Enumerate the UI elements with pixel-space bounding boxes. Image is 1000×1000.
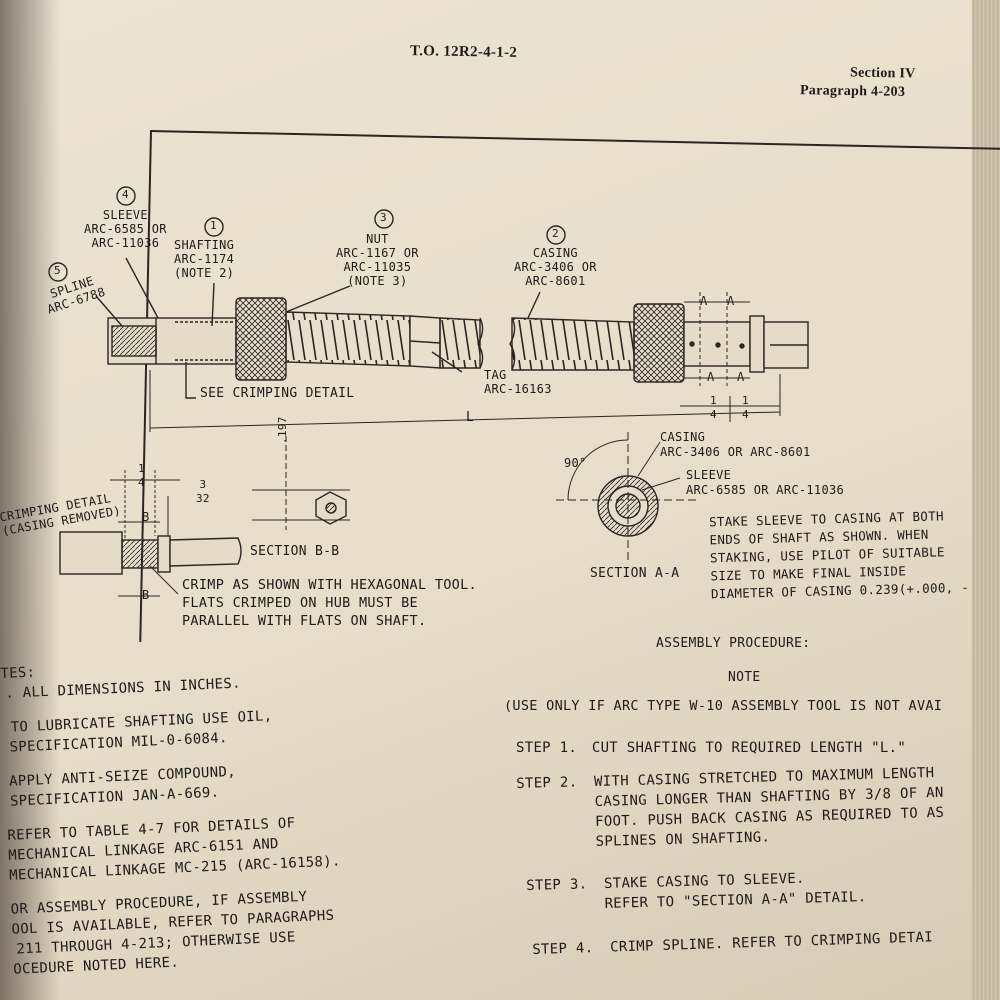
callout-casing: CASING ARC-3406 OR ARC-8601 [514, 246, 597, 288]
crimp-note: CRIMP AS SHOWN WITH HEXAGONAL TOOL. FLAT… [182, 577, 477, 629]
callout-nut: NUT ARC-1167 OR ARC-11035 (NOTE 3) [336, 232, 419, 288]
dim-a-top-left: A [700, 294, 708, 308]
callout-sleeve: SLEEVE ARC-6585 OR ARC-11036 [84, 208, 167, 250]
section-aa-casing: CASING ARC-3406 OR ARC-8601 [660, 430, 811, 459]
section-aa-label: SECTION A-A [590, 566, 680, 581]
step-2: STEP 2. WITH CASING STRETCHED TO MAXIMUM… [516, 765, 945, 850]
dim-a-bottom-left: A [707, 370, 715, 384]
angle-label: 90° [564, 456, 587, 470]
callout-shafting: SHAFTING ARC-1174 (NOTE 2) [174, 238, 235, 280]
callout-circle-5 [48, 262, 68, 282]
callout-circle-3 [374, 209, 394, 229]
dim-quarter-left: 1 4 [710, 394, 717, 421]
stake-note: STAKE SLEEVE TO CASING AT BOTH ENDS OF S… [708, 508, 970, 602]
callout-circle-2 [546, 225, 566, 245]
assembly-note-text: (USE ONLY IF ARC TYPE W-10 ASSEMBLY TOOL… [504, 698, 943, 714]
callout-4-number: 4 [122, 188, 129, 201]
see-crimping-label: SEE CRIMPING DETAIL [200, 386, 355, 401]
dim-quarter-right: 1 4 [742, 394, 749, 421]
dim-a-top-right: A [727, 294, 735, 308]
dimension-L: L [466, 410, 475, 425]
binding-shadow [0, 0, 60, 1000]
dim-a-bottom-right: A [737, 370, 745, 384]
notes-list: TES: . ALL DIMENSIONS IN INCHES. TO LUBR… [0, 664, 341, 978]
assembly-title: ASSEMBLY PROCEDURE: [656, 636, 811, 651]
dim-b-bottom: B [142, 588, 150, 602]
callout-2-number: 2 [552, 227, 559, 240]
callout-circle-1 [204, 217, 224, 237]
dim-quarter-crimp: 1 4 [138, 462, 145, 489]
callout-5-number: 5 [54, 264, 61, 277]
callout-circle-4 [116, 186, 136, 206]
dim-197: .197 [276, 416, 289, 444]
assembly-note-label: NOTE [728, 670, 761, 685]
page-stack-edge [972, 0, 1000, 1000]
section-aa-sleeve: SLEEVE ARC-6585 OR ARC-11036 [686, 468, 845, 497]
tag-label: TAG ARC-16163 [484, 368, 552, 396]
dim-b-top: B [142, 510, 150, 524]
dim-3-32: 3 32 [196, 478, 210, 505]
section-bb-label: SECTION B-B [250, 544, 340, 559]
callout-3-number: 3 [380, 211, 387, 224]
callout-1-number: 1 [210, 219, 217, 232]
step-1: STEP 1. CUT SHAFTING TO REQUIRED LENGTH … [516, 740, 907, 756]
